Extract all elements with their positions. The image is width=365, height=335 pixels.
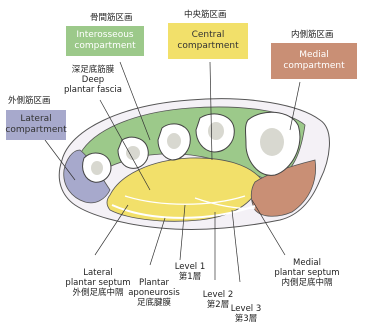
medial-septum-en-2: plantar septum: [262, 268, 352, 278]
lateral-jp: 外側筋区画: [8, 96, 51, 106]
medial-septum-en-1: Medial: [262, 258, 352, 268]
central-jp: 中央筋区画: [184, 10, 227, 20]
medial-septum-jp: 内側足底中隔: [262, 278, 352, 288]
aponeurosis-label: Plantar aponeurosis 足底腱膜: [118, 278, 190, 308]
lateral-septum-en-1: Lateral: [58, 268, 138, 278]
metatarsal-3-marrow: [167, 133, 181, 149]
level2-en: Level 2: [196, 290, 240, 300]
level1-label: Level 1 第1層: [168, 262, 212, 282]
medial-jp: 内側筋区画: [291, 30, 334, 40]
aponeurosis-jp: 足底腱膜: [118, 298, 190, 308]
deep-fascia-en-1: Deep: [58, 75, 128, 85]
central-en-2: compartment: [177, 41, 238, 52]
aponeurosis-en-2: aponeurosis: [118, 288, 190, 298]
deep-fascia-en-2: plantar fascia: [58, 85, 128, 95]
metatarsal-5-marrow: [91, 161, 103, 175]
metatarsal-1-marrow: [260, 128, 284, 156]
medial-en-2: compartment: [283, 61, 344, 72]
interosseous-compartment-box: Interosseous compartment: [66, 26, 144, 56]
interosseous-en-2: compartment: [74, 41, 135, 52]
lateral-en-1: Lateral: [20, 114, 51, 125]
deep-fascia-jp: 深足底筋膜: [58, 65, 128, 75]
level3-en: Level 3: [224, 304, 268, 314]
central-compartment-box: Central compartment: [168, 23, 248, 59]
level1-jp: 第1層: [168, 272, 212, 282]
medial-en-1: Medial: [299, 50, 329, 61]
interosseous-en-1: Interosseous: [76, 30, 133, 41]
metatarsal-4-marrow: [126, 146, 140, 160]
level3-jp: 第3層: [224, 314, 268, 324]
medial-septum-label: Medial plantar septum 内側足底中隔: [262, 258, 352, 288]
level1-en: Level 1: [168, 262, 212, 272]
deep-fascia-label: 深足底筋膜 Deep plantar fascia: [58, 65, 128, 95]
medial-compartment-box: Medial compartment: [271, 43, 357, 79]
metatarsal-2-marrow: [208, 122, 224, 140]
interosseous-jp: 骨間筋区画: [90, 13, 133, 23]
level3-label: Level 3 第3層: [224, 304, 268, 324]
lateral-compartment-box: Lateral compartment: [6, 110, 66, 140]
central-en-1: Central: [192, 30, 225, 41]
lateral-en-2: compartment: [5, 125, 66, 136]
